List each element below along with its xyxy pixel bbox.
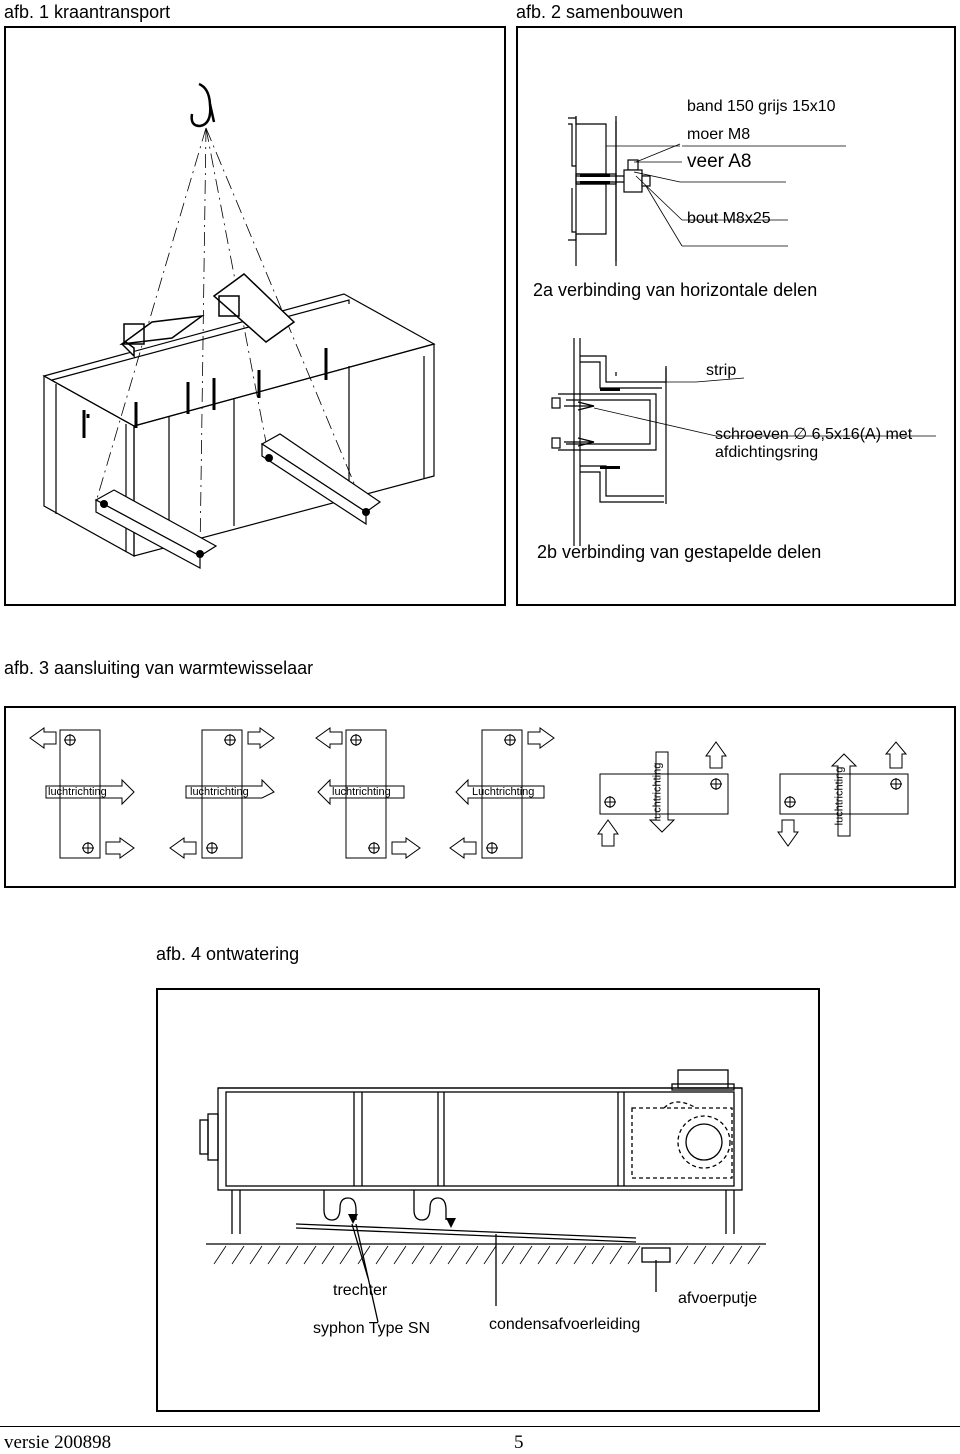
fig3-frame bbox=[4, 706, 956, 888]
fig1-frame bbox=[4, 26, 506, 606]
footer-rule bbox=[0, 1426, 960, 1427]
arrow-label-1: luchtrichting bbox=[48, 786, 107, 798]
label-bout: bout M8x25 bbox=[687, 210, 771, 227]
label-condensafvoerleiding: condensafvoerleiding bbox=[489, 1316, 641, 1333]
label-moer: moer M8 bbox=[687, 126, 751, 143]
arrow-label-4: Luchtrichting bbox=[472, 786, 535, 798]
fig4-drawing bbox=[199, 1069, 766, 1323]
arrow-label-6: luchtrichting bbox=[833, 766, 846, 826]
label-syphon: syphon Type SN bbox=[313, 1320, 431, 1337]
label-afdichtingsring: afdichtingsring bbox=[715, 444, 819, 461]
fig2-caption: afb. 2 samenbouwen bbox=[516, 2, 684, 22]
label-afvoerputje: afvoerputje bbox=[678, 1290, 758, 1307]
fig1-caption: afb. 1 kraantransport bbox=[4, 2, 171, 22]
label-band: band 150 grijs 15x10 bbox=[687, 98, 836, 115]
fig3-drawing bbox=[29, 727, 909, 859]
fig4-caption: afb. 4 ontwatering bbox=[156, 944, 300, 964]
label-veer: veer A8 bbox=[687, 151, 752, 172]
fig2a-drawing bbox=[551, 116, 936, 546]
label-trechter: trechter bbox=[333, 1282, 388, 1299]
fig2b-subcaption: 2b verbinding van gestapelde delen bbox=[537, 542, 822, 562]
label-strip: strip bbox=[706, 362, 737, 379]
arrow-label-2: luchtrichting bbox=[190, 786, 249, 798]
arrow-label-3: luchtrichting bbox=[332, 786, 391, 798]
fig2-frame bbox=[516, 26, 956, 606]
fig3-caption: afb. 3 aansluiting van warmtewisselaar bbox=[4, 658, 314, 678]
arrow-label-5: luchtrichting bbox=[651, 762, 664, 822]
fig1-drawing bbox=[42, 82, 436, 570]
label-schroeven: schroeven ∅ 6,5x16(A) met bbox=[715, 426, 913, 443]
footer-version: versie 200898 bbox=[4, 1432, 112, 1453]
fig2a-subcaption: 2a verbinding van horizontale delen bbox=[533, 280, 818, 300]
fig4-frame bbox=[156, 988, 820, 1412]
crane-hook-icon bbox=[190, 82, 216, 128]
page-number: 5 bbox=[514, 1432, 524, 1453]
